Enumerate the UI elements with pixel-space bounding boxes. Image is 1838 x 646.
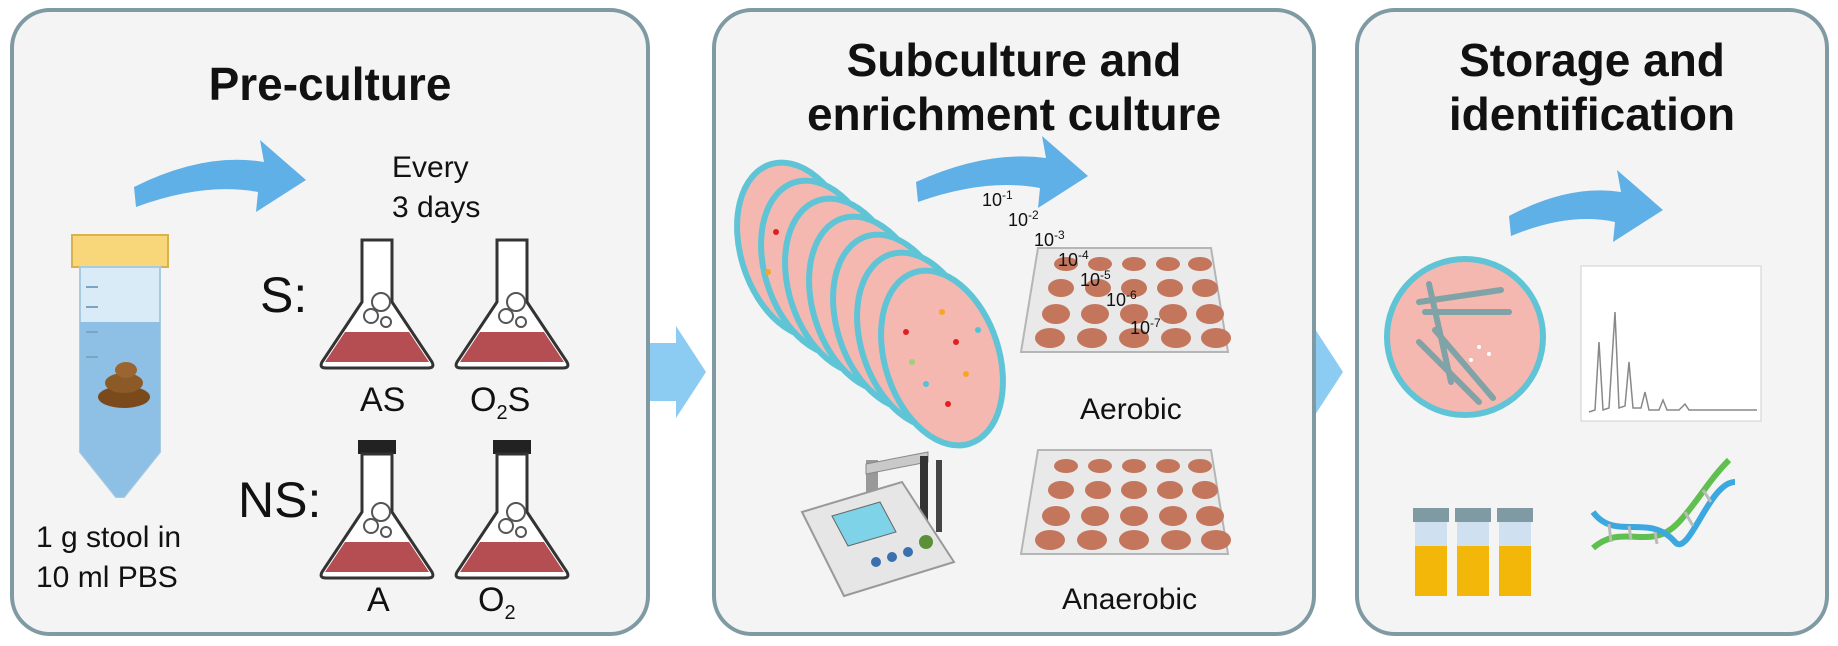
anaerobic-well-plate <box>1019 449 1231 555</box>
storage-graphics <box>1384 170 1762 596</box>
flask-o2-icon <box>454 440 570 580</box>
dilution-label-7: 10-7 <box>1130 316 1161 338</box>
interval-label: 3 days <box>392 191 481 224</box>
connector-arrow-1 <box>640 326 706 418</box>
aerobic-well-plate <box>1019 247 1231 353</box>
flask-as-label: AS <box>360 381 406 419</box>
subculture-title-line2: enrichment culture <box>806 88 1222 140</box>
dna-icon <box>1590 457 1736 551</box>
preculture-graphics <box>71 140 570 580</box>
storage-title-line2: identification <box>1448 88 1736 140</box>
ph-meter-icon <box>800 451 956 598</box>
curved-arrow-icon <box>134 140 306 212</box>
row-s-label: S: <box>260 267 308 323</box>
preculture-title: Pre-culture <box>208 58 452 110</box>
stool-icon <box>98 362 150 408</box>
flask-o2-label: O2 <box>478 581 516 624</box>
flask-a-icon <box>319 440 435 580</box>
flask-as-icon <box>319 238 435 370</box>
chromatogram-icon <box>1580 265 1762 422</box>
dilution-label-4: 10-4 <box>1058 248 1089 270</box>
flask-o2s-icon <box>454 238 570 370</box>
flask-o2s-label: O2S <box>470 381 531 424</box>
storage-panel: Storage and identification <box>1355 8 1829 636</box>
tube-label-line1: 1 g stool in <box>36 521 182 554</box>
subculture-graphics <box>734 136 1231 598</box>
curved-arrow-icon <box>916 136 1088 208</box>
subculture-title-line1: Subculture and <box>846 34 1182 86</box>
petri-dish-isolate-icon <box>1384 256 1546 418</box>
dilution-label-3: 10-3 <box>1034 228 1065 250</box>
petri-dish-stack <box>734 159 1006 449</box>
preculture-panel: Pre-culture <box>10 8 650 636</box>
tube-label-line2: 10 ml PBS <box>36 561 178 594</box>
subculture-panel: Subculture and enrichment culture <box>712 8 1316 636</box>
every-label: Every <box>392 151 469 184</box>
dilution-label-2: 10-2 <box>1008 208 1039 230</box>
flask-a-label: A <box>367 581 390 619</box>
sample-tubes-icon <box>1413 508 1533 596</box>
curved-arrow-icon <box>1509 170 1663 242</box>
row-ns-label: NS: <box>238 472 322 528</box>
dilution-label-1: 10-1 <box>982 188 1013 210</box>
dilution-label-6: 10-6 <box>1106 288 1137 310</box>
aerobic-label: Aerobic <box>1080 393 1182 426</box>
storage-title-line1: Storage and <box>1459 34 1725 86</box>
dilution-label-5: 10-5 <box>1080 268 1111 290</box>
anaerobic-label: Anaerobic <box>1062 583 1198 616</box>
